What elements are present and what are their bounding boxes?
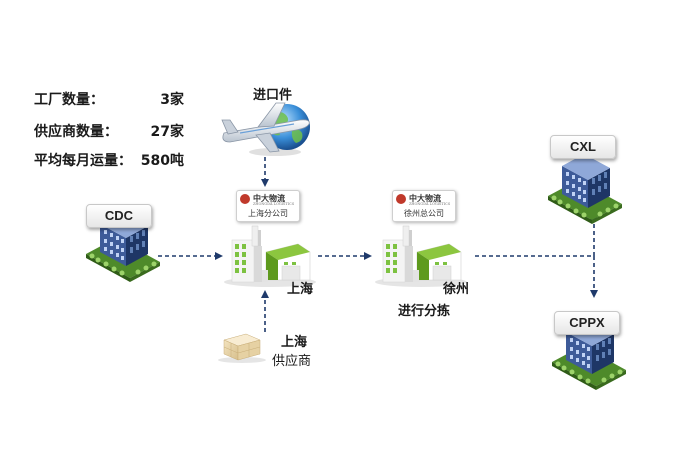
supplier-label-city: 上海	[281, 335, 308, 350]
zhongda-logo-icon	[240, 194, 250, 204]
supplier-label-type: 供应商	[272, 354, 312, 369]
shanghai-warehouse-icon	[224, 225, 316, 287]
stat-value-factory-count: 3家	[160, 92, 184, 108]
xuzhou-caption: 进行分拣	[398, 304, 451, 319]
cdc-label-box: CDC	[86, 204, 152, 228]
shanghai-sign-brand-en: ZHONGDA LOGISTICS	[253, 202, 295, 206]
xuzhou-warehouse-icon	[375, 225, 467, 287]
shanghai-sign-brand: 中大物流	[253, 193, 285, 203]
stat-label-factory-count: 工厂数量：	[34, 92, 104, 108]
xuzhou-sign-brand: 中大物流	[409, 193, 441, 203]
stat-label-supplier-count: 供应商数量：	[34, 124, 118, 140]
import-label: 进口件	[253, 88, 293, 103]
shanghai-sign-branch: 上海分公司	[248, 209, 288, 218]
stat-value-monthly-volume: 580吨	[140, 153, 184, 169]
xuzhou-sign-brand-en: ZHONGDA LOGISTICS	[409, 202, 451, 206]
xuzhou-sign-branch: 徐州总公司	[404, 209, 444, 218]
xuzhou-label: 徐州	[443, 282, 470, 297]
cxl-building-icon	[548, 154, 622, 224]
xuzhou-company-sign: 中大物流 ZHONGDA LOGISTICS 徐州总公司	[392, 190, 456, 222]
stat-label-monthly-volume: 平均每月运量：	[34, 153, 132, 169]
zhongda-logo-icon	[396, 194, 406, 204]
supplier-boxes-icon	[218, 333, 266, 363]
airplane-globe-icon	[221, 102, 310, 156]
shanghai-label: 上海	[287, 282, 314, 297]
cdc-building-icon	[86, 212, 160, 282]
shanghai-company-sign: 中大物流 ZHONGDA LOGISTICS 上海分公司	[236, 190, 300, 222]
stat-value-supplier-count: 27家	[150, 124, 184, 140]
cxl-label-box: CXL	[550, 135, 616, 159]
cppx-label-box: CPPX	[554, 311, 620, 335]
